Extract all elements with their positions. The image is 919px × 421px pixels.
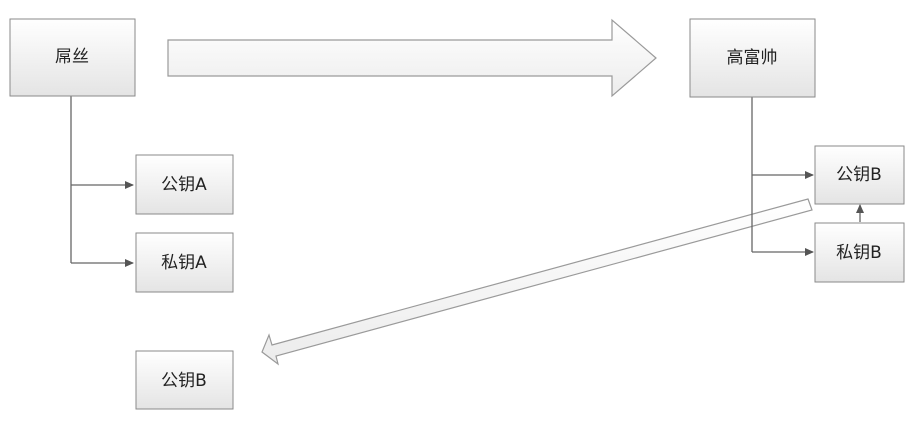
node-gaofushuai: 高富帅	[689, 18, 816, 98]
node-private-key-b: 私钥B	[814, 222, 905, 283]
diaosi-connectors	[70, 95, 134, 267]
node-public-key-b-right-label: 公钥B	[836, 165, 882, 185]
node-public-key-b-right: 公钥B	[814, 145, 905, 205]
node-public-key-a: 公钥A	[135, 154, 234, 215]
transfer-arrow-right	[167, 18, 657, 98]
transfer-arrow-diagonal	[261, 198, 813, 366]
node-diaosi: 屌丝	[9, 18, 136, 97]
node-private-key-a-label: 私钥A	[161, 253, 207, 273]
node-public-key-b-left: 公钥B	[135, 350, 234, 410]
node-gaofushuai-label: 高富帅	[727, 48, 778, 68]
node-public-key-a-label: 公钥A	[161, 175, 207, 195]
node-private-key-b-label: 私钥B	[836, 243, 882, 263]
node-diaosi-label: 屌丝	[55, 47, 89, 67]
node-private-key-a: 私钥A	[135, 232, 234, 293]
gaofushuai-connectors	[751, 97, 864, 256]
node-public-key-b-left-label: 公钥B	[161, 371, 207, 391]
